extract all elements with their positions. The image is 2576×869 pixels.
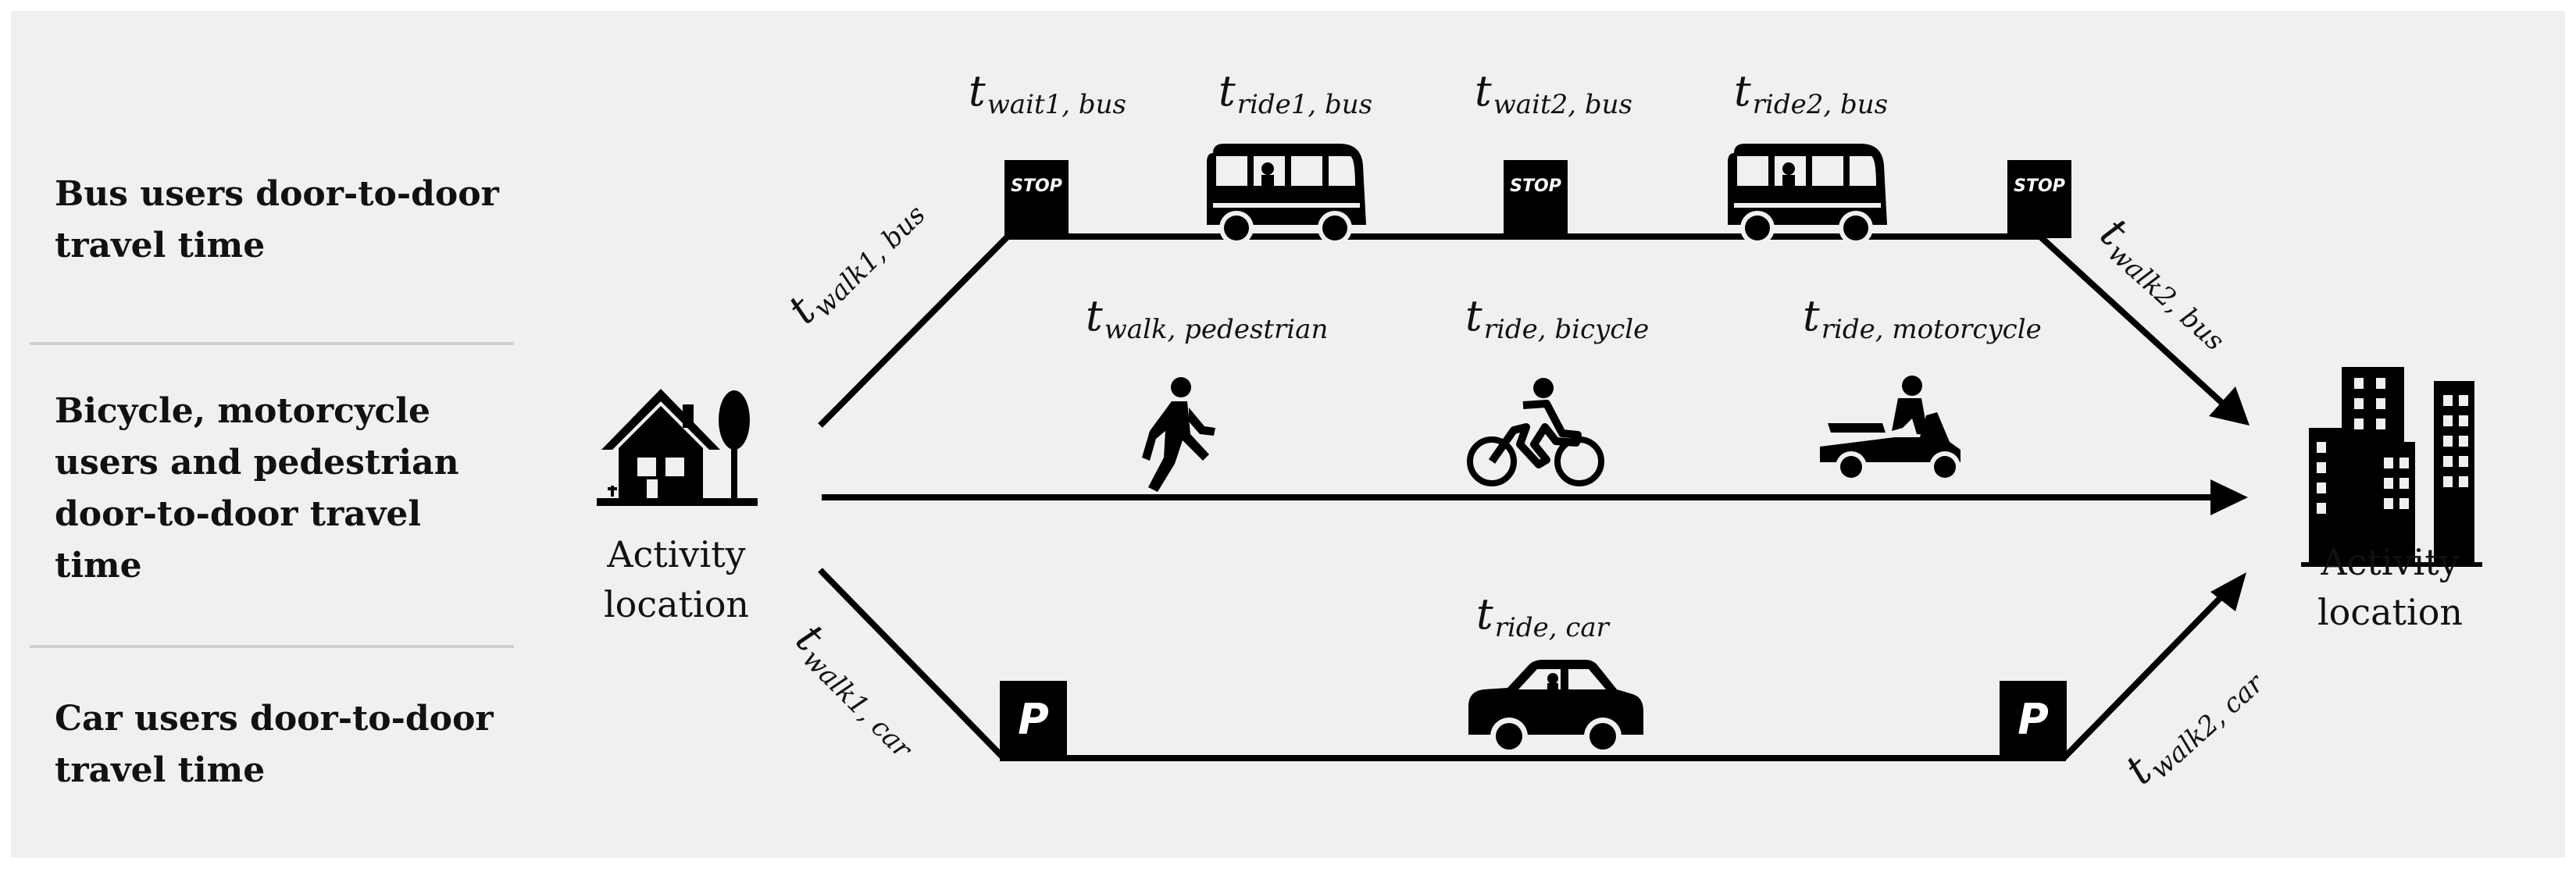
time-label-ride2-bus: tride2, bus xyxy=(1734,66,1889,120)
origin-location-line: location xyxy=(603,583,750,625)
time-label-walk-pedestrian: twalk, pedestrian xyxy=(1086,291,1329,345)
row-label-line: users and pedestrian xyxy=(55,443,459,483)
stop-sign-icon: STOP xyxy=(1004,160,1069,238)
house-icon xyxy=(597,389,758,506)
row-label-bicycle-motorcycle-pedestrian: Bicycle, motorcycle users and pedestrian… xyxy=(55,386,459,592)
row-label-line: door-to-door travel xyxy=(55,494,422,534)
walk1-car-line xyxy=(818,568,1006,760)
time-label-ride1-bus: tride1, bus xyxy=(1218,66,1373,120)
stop-sign-icon: STOP xyxy=(2007,160,2071,238)
bicycle-icon xyxy=(1467,378,1604,486)
walk1-bus-line xyxy=(818,234,1010,428)
row-label-bus: Bus users door-to-door travel time xyxy=(55,169,499,272)
stop-sign-label: STOP xyxy=(1510,176,1561,196)
stop-sign-icon: STOP xyxy=(1504,160,1568,238)
row-label-bus-line: travel time xyxy=(55,226,266,265)
time-label-ride-bicycle: tride, bicycle xyxy=(1465,291,1650,345)
stop-sign-label: STOP xyxy=(1011,176,1062,196)
pedestrian-icon xyxy=(1142,377,1215,492)
time-label-wait1-bus: twait1, bus xyxy=(969,66,1126,120)
car-icon xyxy=(1468,660,1643,755)
bus-icon xyxy=(1207,144,1366,245)
motorcycle-icon xyxy=(1820,376,1961,483)
destination-location-label: Activity location xyxy=(2289,537,2492,637)
direct-route xyxy=(822,479,2248,515)
destination-location-line: Activity xyxy=(2321,541,2460,583)
row-label-bus-line: Bus users door-to-door xyxy=(55,174,499,214)
row-label-line: travel time xyxy=(55,750,266,790)
bus-icon xyxy=(1728,144,1887,245)
time-label-ride-car: tride, car xyxy=(1476,589,1609,643)
walk2-bus-line xyxy=(2038,234,2235,415)
arrowhead-icon xyxy=(2209,386,2250,426)
arrowhead-icon xyxy=(2210,479,2248,515)
parking-sign-icon: P xyxy=(1000,681,1067,759)
row-separator xyxy=(30,342,514,345)
buildings-icon xyxy=(2301,367,2482,567)
arrowhead-icon xyxy=(2210,572,2246,611)
parking-sign-label: P xyxy=(1018,695,1049,744)
walk2-car-line xyxy=(2061,585,2233,760)
row-separator xyxy=(30,645,514,648)
row-label-car: Car users door-to-door travel time xyxy=(55,693,494,796)
row-label-line: Car users door-to-door xyxy=(55,699,494,739)
row-label-line: Bicycle, motorcycle xyxy=(55,391,431,431)
row-label-line: time xyxy=(55,546,142,586)
time-label-ride-motorcycle: tride, motorcycle xyxy=(1803,291,2042,345)
car-route xyxy=(818,568,2246,761)
origin-location-label: Activity location xyxy=(575,529,778,629)
stop-sign-label: STOP xyxy=(2014,176,2065,196)
parking-sign-icon: P xyxy=(2000,681,2067,759)
parking-sign-label: P xyxy=(2018,695,2049,744)
destination-location-line: location xyxy=(2317,591,2464,633)
origin-location-line: Activity xyxy=(607,533,746,575)
time-label-wait2-bus: twait2, bus xyxy=(1475,66,1632,120)
